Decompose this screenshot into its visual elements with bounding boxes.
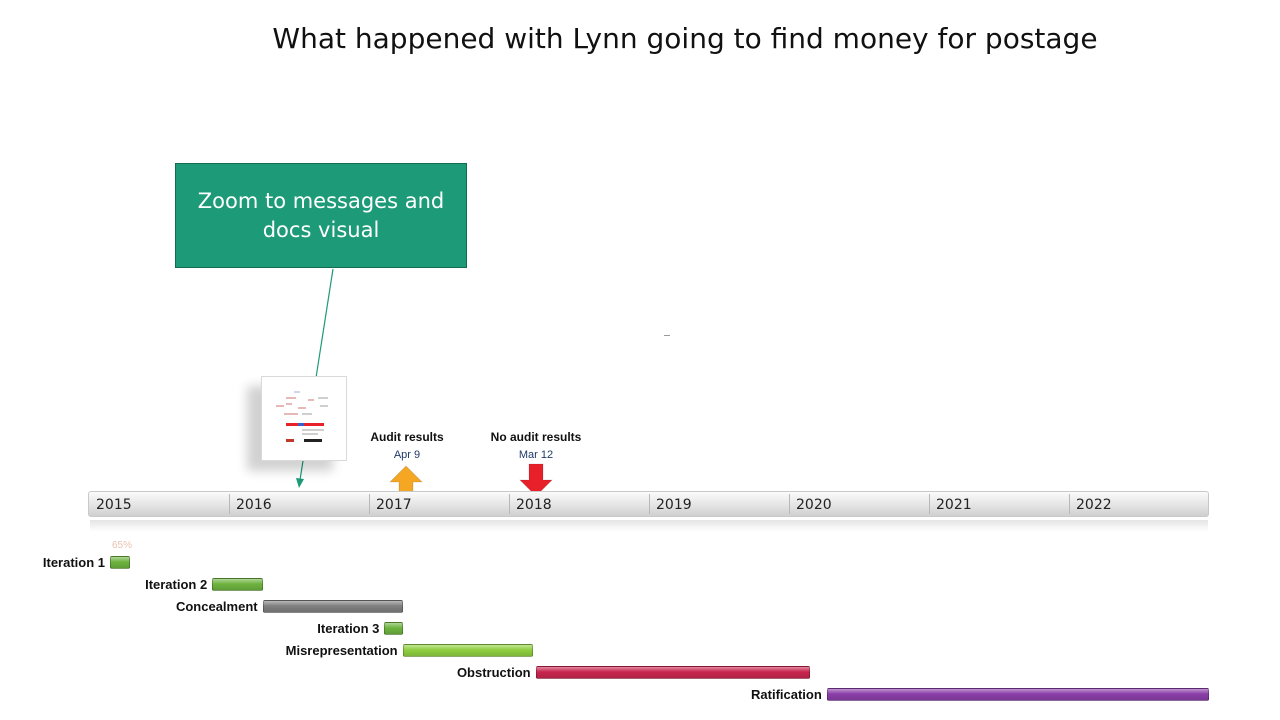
milestone-date-no-audit-results: Mar 12 (518, 449, 554, 461)
year-label-2017: 2017 (376, 497, 412, 513)
milestone-label-audit-results: Audit results (370, 430, 444, 444)
down-arrow-icon[interactable] (519, 463, 553, 497)
task-bar-concealment[interactable] (262, 600, 403, 613)
year-label-2016: 2016 (236, 497, 272, 513)
task-label-ratification: Ratification (751, 687, 822, 702)
year-separator (229, 494, 230, 514)
small-marker (664, 335, 670, 336)
year-label-2020: 2020 (796, 497, 832, 513)
page-title: What happened with Lynn going to find mo… (272, 22, 1098, 55)
year-label-2022: 2022 (1076, 497, 1112, 513)
year-separator (929, 494, 930, 514)
task-label-misrepresentation: Misrepresentation (285, 643, 398, 658)
year-label-2021: 2021 (936, 497, 972, 513)
timeline-axis-bar (88, 491, 1209, 517)
year-label-2018: 2018 (516, 497, 552, 513)
year-separator (649, 494, 650, 514)
milestone-date-audit-results: Apr 9 (393, 449, 421, 461)
task-label-obstruction: Obstruction (456, 665, 531, 680)
year-label-2019: 2019 (656, 497, 692, 513)
year-separator (509, 494, 510, 514)
year-label-2015: 2015 (96, 497, 132, 513)
task-label-concealment: Concealment (175, 599, 258, 614)
milestone-label-no-audit-results: No audit results (490, 430, 582, 444)
year-separator (789, 494, 790, 514)
task-bar-iteration-1[interactable] (110, 556, 130, 569)
task-bar-misrepresentation[interactable] (402, 644, 533, 657)
year-separator (369, 494, 370, 514)
task-label-iteration-1: Iteration 1 (42, 555, 105, 570)
messages-docs-thumbnail[interactable] (261, 376, 347, 461)
progress-percent-label: 65% (112, 540, 133, 551)
task-label-iteration-2: Iteration 2 (145, 577, 208, 592)
task-label-iteration-3: Iteration 3 (317, 621, 380, 636)
task-bar-iteration-2[interactable] (212, 578, 263, 591)
thumbnail-preview-image (276, 391, 328, 442)
task-bar-obstruction[interactable] (535, 666, 810, 679)
task-bar-iteration-3[interactable] (384, 622, 403, 635)
zoom-callout-box[interactable]: Zoom to messages and docs visual (175, 163, 467, 268)
year-separator (1069, 494, 1070, 514)
task-bar-ratification[interactable] (826, 688, 1209, 701)
timeline-axis-reflection (90, 520, 1208, 532)
